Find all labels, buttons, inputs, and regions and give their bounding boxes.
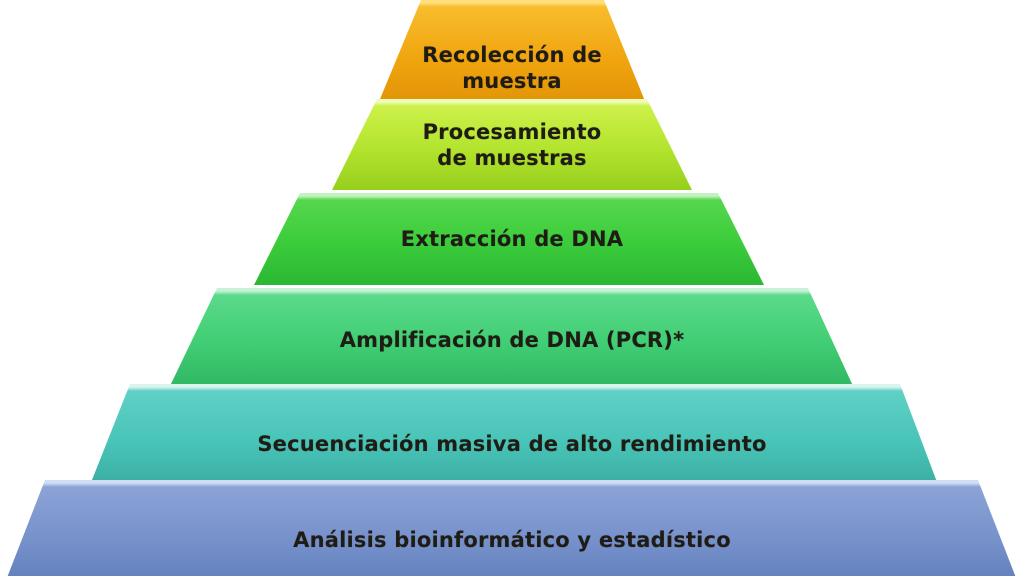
level-label-line: Extracción de DNA bbox=[400, 227, 624, 251]
pyramid-level-secuenciacion-masiva: Secuenciación masiva de alto rendimiento bbox=[88, 384, 940, 490]
level-label-line: Procesamiento bbox=[422, 119, 602, 144]
pyramid-level-procesamiento-de-muestras: Procesamiento de muestras bbox=[332, 99, 692, 190]
level-label-line: Amplificación de DNA (PCR)* bbox=[339, 327, 685, 352]
level-label: Recolección de muestra bbox=[422, 42, 602, 94]
level-label: Extracción de DNA bbox=[401, 226, 624, 252]
level-label-line: Recolección de bbox=[422, 43, 602, 67]
level-label: Análisis bioinformático y estadístico bbox=[293, 527, 731, 553]
pyramid-level-analisis-bioinformatico: Análisis bioinformático y estadístico bbox=[3, 480, 1020, 576]
pyramid-level-recoleccion-de-muestra: Recolección de muestra bbox=[373, 0, 651, 116]
level-label-line: de muestras bbox=[437, 145, 587, 170]
level-label-line: Análisis bioinformático y estadístico bbox=[293, 528, 731, 552]
level-label-line: muestra bbox=[462, 69, 562, 93]
level-label: Secuenciación masiva de alto rendimiento bbox=[257, 431, 766, 457]
pyramid-level-extraccion-de-dna: Extracción de DNA bbox=[254, 193, 764, 285]
level-label: Procesamiento de muestras bbox=[423, 119, 602, 171]
level-label-line: Secuenciación masiva de alto rendimiento bbox=[257, 431, 767, 456]
level-label: Amplificación de DNA (PCR)* bbox=[340, 327, 685, 353]
pyramid-level-amplificacion-de-dna-pcr: Amplificación de DNA (PCR)* bbox=[170, 288, 853, 386]
